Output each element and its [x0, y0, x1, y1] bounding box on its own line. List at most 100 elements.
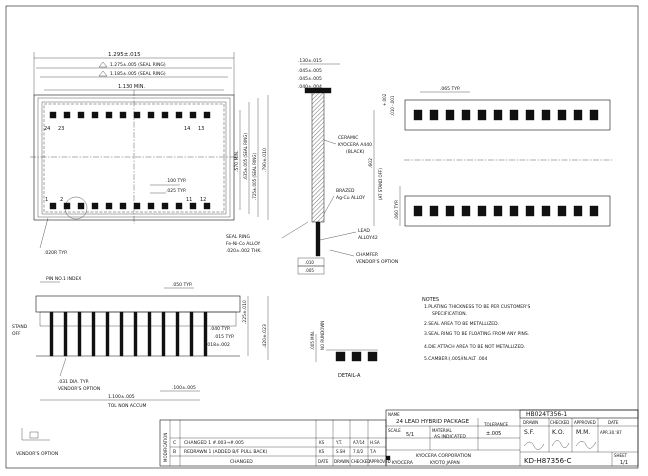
section-view: .130±.015 .045±.005 .045±.005 .040±.004 …: [226, 58, 398, 275]
dim-hole-dia: .031 DIA. TYP.: [58, 379, 89, 385]
sealring-alloy: Fe-Ni-Co ALLOY: [226, 241, 261, 247]
dim-seal-v1: .635±.005 (SEAL RING): [243, 133, 248, 180]
sheet-frame: [5, 5, 639, 469]
dim-body-min: 1.130 MIN.: [118, 84, 145, 90]
note-3: 3.SEAL RING TO BE FLOATING FROM ANY PINS…: [424, 331, 529, 337]
dim-420: .420±.023: [262, 324, 268, 348]
note-1b: SPECIFICATION.: [432, 311, 467, 317]
scale-value: 5/1: [406, 432, 414, 438]
ceramic-section: [311, 91, 325, 223]
dim-tol-non-accum: TOL NON ACCUM: [107, 403, 147, 409]
pin-14-label: 14: [184, 126, 190, 132]
sheet-label: SHEET: [614, 453, 628, 458]
note-1: 1.PLATING THICKNESS TO BE PER CUSTOMER'S: [424, 304, 530, 310]
standoff-label: STAND: [12, 324, 28, 330]
vendor-option-bottom: VENDOR'S OPTION: [16, 451, 58, 457]
pin-2-label: 2: [60, 197, 63, 203]
detail-a-label: DETAIL-A: [338, 373, 361, 379]
dim-front-pitch: .050 TYP.: [172, 282, 192, 288]
top-pin-row: [49, 111, 211, 119]
chamfer-option: VENDOR'S OPTION: [356, 259, 398, 265]
dim-045-a: .045±.005: [298, 68, 322, 74]
ceramic-color: (BLACK): [346, 149, 365, 155]
material-value: AS INDICATED: [434, 434, 466, 440]
dim-corner-radius: .020R TYP.: [44, 250, 68, 256]
flatness-callout-2: .005: [305, 268, 314, 273]
dim-602: .602: [368, 158, 374, 168]
rev2-mark: B: [173, 449, 176, 455]
drawn-col: DRAWN: [334, 459, 349, 464]
rev1-text: CHANGED 1 #.003→#.005: [184, 440, 244, 446]
sealring-thickness: .020±.002 THK.: [226, 248, 262, 254]
rev2-text: REDRAWN 1 (ADDED B/F PULL BACK): [184, 449, 268, 455]
detail-a: .005 MIN. NO RUNDOWN DETAIL-A: [310, 321, 378, 379]
signature-scribbles: [523, 440, 597, 450]
scale-label: SCALE: [388, 428, 401, 433]
dim-045-b: .045±.005: [298, 76, 322, 82]
pin-23-label: 23: [58, 126, 64, 132]
dim-seal-outer: 1.275±.005 (SEAL RING): [110, 62, 166, 68]
pin-24-label: 24: [44, 126, 50, 132]
rev2-date: 7.0/2: [353, 449, 364, 454]
sheet-value: 1/1: [620, 460, 628, 466]
vendor-option-label: VENDOR'S OPTION: [58, 386, 100, 392]
side-leads-top: [413, 109, 599, 121]
ceramic-grade: KYOCERA A440: [338, 142, 372, 148]
dim-seal-inner: 1.185±.005 (SEAL RING): [110, 71, 166, 77]
dim-040: .040±.004: [298, 84, 322, 90]
material-label: MATERIAL: [432, 428, 453, 433]
pin-1-label: 1: [45, 197, 48, 203]
notes-title: NOTES: [422, 297, 439, 303]
top-view: 24 23 14 13 1 2 11 12 1.295±.015 1.275±.…: [30, 52, 269, 256]
rev1-symbol: KS: [319, 440, 325, 445]
vendor-option-detail: VENDOR'S OPTION: [16, 428, 58, 457]
dim-pitch: .100 TYP.: [166, 178, 186, 184]
pin1-index-label: PIN NO.1 INDEX: [46, 276, 81, 282]
dim-225: .225±.010: [242, 300, 248, 324]
dim-overall-height: .790±.010: [262, 148, 268, 172]
dim-standoff: (AT STAND OFF): [378, 168, 383, 200]
dim-040-typ: .040 TYP.: [210, 326, 230, 332]
front-view: PIN NO.1 INDEX .050 TYP. .225±.010 .420±…: [12, 276, 269, 409]
side-view: .065 TYP. .060 TYP.: [394, 86, 612, 227]
date-value: APR.30.'87: [600, 430, 622, 435]
approved-col: APPROVED: [369, 459, 391, 464]
standoff-label-2: OFF: [12, 331, 21, 337]
approved-label: APPROVED: [574, 420, 596, 425]
rev2-drawn: S.SH: [336, 449, 345, 454]
rev1-mark: C: [173, 440, 176, 446]
package-name: 24 LEAD HYBRID PACKAGE: [396, 419, 470, 425]
detail-min-dim: .005 MIN.: [310, 331, 315, 350]
rev1-date: A7/14: [353, 440, 365, 445]
checked-col: CHECKED: [351, 459, 370, 464]
title-block: MODIFICATION C CHANGED 1 #.003→#.005 KS …: [159, 409, 639, 467]
name-label: NAME: [388, 412, 400, 417]
dim-100-pitch: .100±.005: [172, 385, 196, 391]
rev2-symbol: KS: [319, 449, 325, 454]
pin-11-label: 11: [186, 197, 192, 203]
ceramic-label: CERAMIC: [338, 135, 358, 141]
brazed-label: BRAZED: [336, 188, 355, 194]
dim-pad-width: .025 TYP.: [166, 188, 186, 194]
drawn-by: S.F.: [524, 429, 534, 436]
rev1-checked: H.SA: [370, 440, 380, 445]
sealring-label: SEAL RING: [226, 234, 251, 240]
detail-rundown: NO RUNDOWN: [320, 321, 325, 350]
dim-thickness: .130±.015: [298, 58, 322, 64]
company-name: KYOCERA CORPORATION: [416, 453, 471, 459]
kyocera-logo: [385, 455, 391, 461]
rev1-drawn: Y.T.: [335, 440, 342, 445]
front-leads: [49, 311, 208, 357]
note-2: 2.SEAL AREA TO BE METALLIZED.: [424, 321, 499, 327]
modification-label: MODIFICATION: [163, 433, 168, 462]
changed-col: CHANGED: [230, 459, 253, 465]
brazed-alloy: Ag-Cu ALLOY: [336, 195, 365, 201]
brand-name: KYOCERA: [392, 460, 414, 466]
dim-seal-v2: .725±.005 (SEAL RING): [252, 153, 257, 200]
company-city: KYOTO JAPAN: [430, 460, 460, 466]
bottom-pin-row: [49, 202, 211, 210]
dim-018: .018±.002: [206, 342, 230, 348]
dim-side-tol-a: +.002: [382, 93, 387, 106]
dim-side-tol-b: .010 -.001: [390, 95, 395, 116]
